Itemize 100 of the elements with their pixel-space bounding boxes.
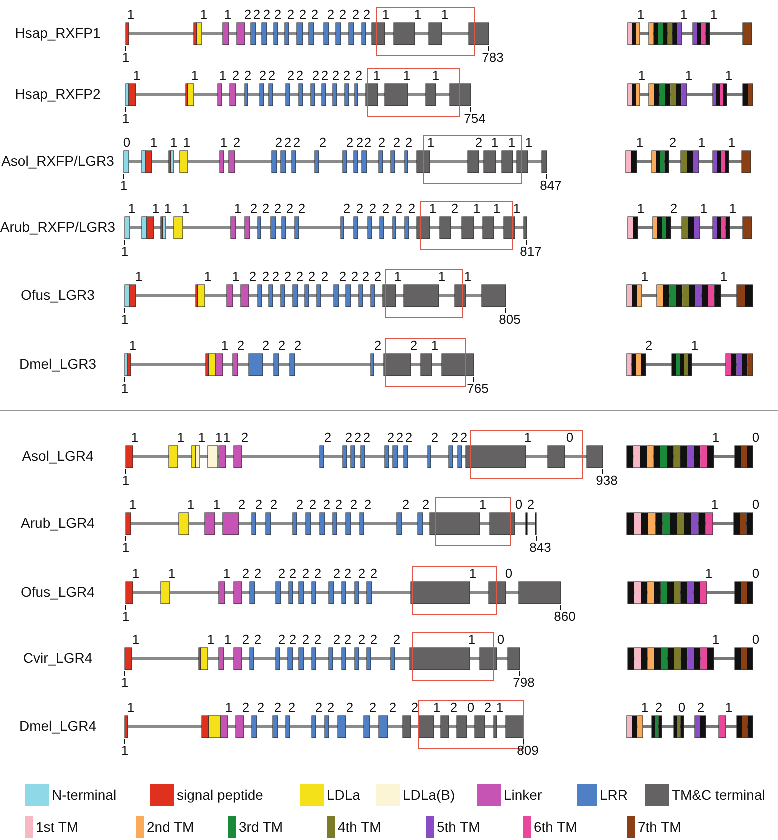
gene-name: Asol_RXFP/LGR3 xyxy=(2,154,114,168)
phase-number: 1 xyxy=(127,701,135,714)
phase-number: 2 xyxy=(408,202,416,215)
legend-label: 7th TM xyxy=(638,820,682,834)
start-position: 1 xyxy=(122,541,130,554)
phase-number: 1 xyxy=(725,701,733,714)
phase-number: 2 xyxy=(364,136,372,149)
phase-number: 1 xyxy=(129,498,137,511)
phase-number: 2 xyxy=(363,8,371,21)
phase-number: 1 xyxy=(382,8,390,21)
start-position: 1 xyxy=(121,313,129,326)
protein-length: 817 xyxy=(520,245,542,258)
phase-number: 2 xyxy=(327,701,335,714)
phase-number: 2 xyxy=(253,8,261,21)
phase-number: 2 xyxy=(411,701,419,714)
phase-number: 2 xyxy=(284,136,292,149)
phase-number: 0 xyxy=(752,567,760,580)
phase-number: 2 xyxy=(370,633,378,646)
gene-name: Arub_LGR4 xyxy=(21,516,95,530)
phase-number: 1 xyxy=(198,431,206,444)
gene-name: Asol_LGR4 xyxy=(22,449,94,463)
phase-number: 1 xyxy=(469,567,477,580)
protein-length: 843 xyxy=(530,541,552,554)
phase-number: 1 xyxy=(438,270,446,283)
phase-number: 1 xyxy=(187,498,195,511)
phase-number: 2 xyxy=(378,136,386,149)
phase-number: 1 xyxy=(182,202,190,215)
phase-number: 2 xyxy=(333,633,341,646)
phase-number: 2 xyxy=(319,136,327,149)
phase-number: 2 xyxy=(343,202,351,215)
start-position: 1 xyxy=(121,245,129,258)
phase-number: 1 xyxy=(712,633,720,646)
phase-number: 1 xyxy=(720,270,728,283)
phase-number: 2 xyxy=(308,270,316,283)
phase-number: 0 xyxy=(678,701,686,714)
phase-number: 2 xyxy=(250,202,258,215)
phase-number: 2 xyxy=(484,701,492,714)
phase-number: 2 xyxy=(327,8,335,21)
phase-number: 2 xyxy=(242,633,250,646)
phase-number: 2 xyxy=(450,701,458,714)
phase-number: 0 xyxy=(752,431,760,444)
phase-number: 2 xyxy=(374,270,382,283)
phase-number: 1 xyxy=(132,633,140,646)
phase-number: 2 xyxy=(278,339,286,352)
phase-number: 2 xyxy=(275,136,283,149)
phase-number: 2 xyxy=(311,8,319,21)
phase-number: 1 xyxy=(220,136,228,149)
phase-number: 2 xyxy=(254,633,262,646)
phase-number: 1 xyxy=(691,339,699,352)
phase-number: 1 xyxy=(128,202,136,215)
phase-number: 1 xyxy=(641,270,649,283)
phase-number: 2 xyxy=(321,270,329,283)
phase-number: 2 xyxy=(389,701,397,714)
phase-number: 2 xyxy=(451,202,459,215)
protein-length: 765 xyxy=(467,382,489,395)
phase-number: 1 xyxy=(403,69,411,82)
gene-name: Dmel_LGR4 xyxy=(19,719,97,733)
phase-number: 2 xyxy=(358,567,366,580)
phase-number: 2 xyxy=(393,633,401,646)
phase-number: 2 xyxy=(370,567,378,580)
phase-number: 2 xyxy=(241,431,249,444)
phase-number: 1 xyxy=(432,69,440,82)
phase-number: 1 xyxy=(219,69,227,82)
phase-number: 1 xyxy=(224,633,232,646)
phase-number: 1 xyxy=(164,202,172,215)
phase-number: 1 xyxy=(433,701,441,714)
phase-number: 2 xyxy=(244,69,252,82)
phase-number: 1 xyxy=(204,270,212,283)
protein-length: 783 xyxy=(482,51,504,64)
legend-label: LDLa xyxy=(327,788,360,802)
legend-label: 5th TM xyxy=(437,820,480,834)
gene-name: Hsap_RXFP1 xyxy=(15,26,101,40)
phase-number: 0 xyxy=(566,431,574,444)
phase-number: 2 xyxy=(262,339,270,352)
phase-number: 1 xyxy=(394,270,402,283)
protein-length: 798 xyxy=(513,676,535,689)
phase-number: 1 xyxy=(150,136,158,149)
phase-number: 1 xyxy=(168,567,176,580)
phase-number: 2 xyxy=(270,498,278,511)
phase-number: 1 xyxy=(200,8,208,21)
phase-number: 2 xyxy=(405,136,413,149)
phase-number: 2 xyxy=(355,69,363,82)
phase-number: 2 xyxy=(242,567,250,580)
phase-number: 1 xyxy=(373,69,381,82)
phase-number: 2 xyxy=(344,633,352,646)
phase-number: 2 xyxy=(364,498,372,511)
phase-number: 2 xyxy=(396,431,404,444)
phase-number: 1 xyxy=(191,69,199,82)
phase-number: 2 xyxy=(296,498,304,511)
phase-number: 1 xyxy=(680,8,688,21)
phase-number: 2 xyxy=(374,339,382,352)
gene-name: Ofus_LGR4 xyxy=(21,585,95,599)
phase-number: 2 xyxy=(262,270,270,283)
phase-number: 1 xyxy=(711,498,719,511)
phase-number: 2 xyxy=(344,567,352,580)
phase-number: 2 xyxy=(405,431,413,444)
phase-number: 2 xyxy=(345,431,353,444)
phase-number: 2 xyxy=(333,567,341,580)
phase-number: 2 xyxy=(352,8,360,21)
protein-length: 754 xyxy=(464,112,486,125)
